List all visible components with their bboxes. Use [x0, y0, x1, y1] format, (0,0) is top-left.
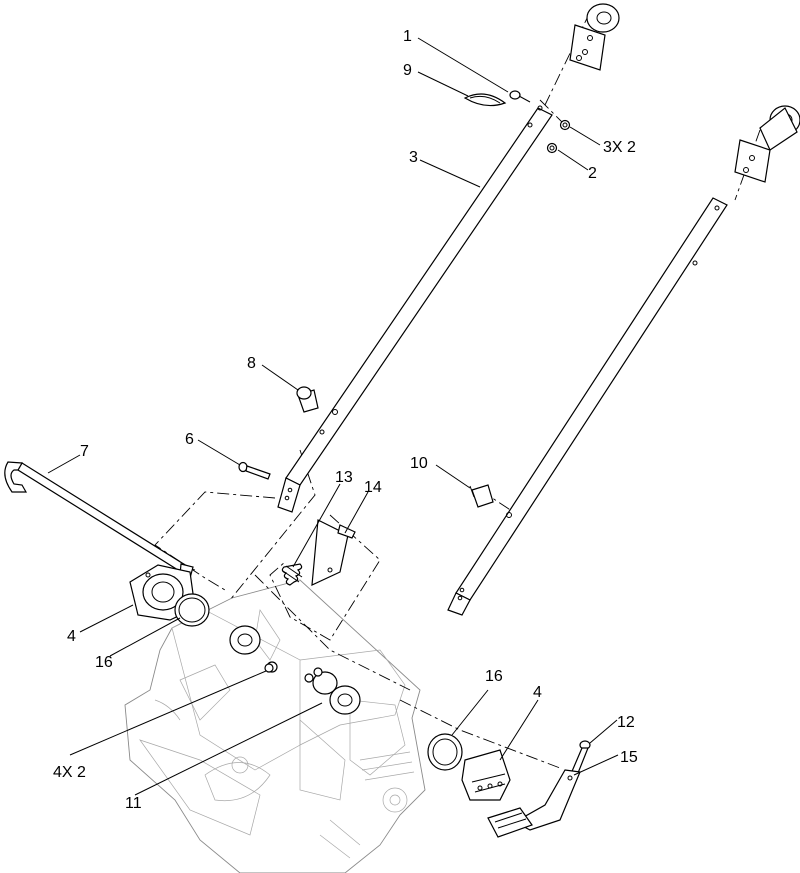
part-9-hairpin-clip — [463, 93, 507, 107]
callout-7: 7 — [80, 443, 89, 460]
left-shift-rod — [277, 105, 553, 513]
part-15-pedal — [487, 769, 581, 838]
part-1-pin — [509, 90, 531, 103]
leader-lines — [47, 37, 619, 796]
callout-8: 8 — [247, 355, 256, 372]
part-16-right-ring — [427, 733, 463, 771]
callout-12: 12 — [617, 714, 635, 731]
left-rod-clevis — [569, 3, 620, 71]
callout-14: 14 — [364, 479, 382, 496]
part-2-nuts — [546, 119, 571, 154]
part-10-collar — [469, 484, 494, 508]
callout-6: 6 — [185, 431, 194, 448]
housing-bearing-discs — [229, 625, 361, 715]
callout-4-left: 4 — [67, 628, 76, 645]
part-4-right-bracket — [461, 749, 511, 801]
part-13-spring — [281, 563, 303, 586]
callout-3: 3 — [409, 149, 418, 166]
callout-13: 13 — [335, 469, 353, 486]
callout-11: 11 — [125, 795, 142, 812]
callout-4-right: 4 — [533, 684, 542, 701]
part-4x2-bolts — [264, 663, 314, 683]
callout-16-right: 16 — [485, 668, 503, 685]
part-6-bolt — [238, 461, 271, 480]
callout-1: 1 — [403, 28, 412, 45]
callout-9: 9 — [403, 62, 412, 79]
callout-2: 2 — [588, 165, 597, 182]
callout-16-left: 16 — [95, 654, 113, 671]
callout-labels: 1 9 3X 2 3 2 8 7 6 10 13 14 4 16 4X 2 11… — [53, 28, 638, 812]
right-rod-clevis — [734, 105, 800, 183]
callout-4x2: 4X 2 — [53, 764, 86, 781]
part-7-handle-rod — [4, 461, 194, 579]
callout-10: 10 — [410, 455, 428, 472]
part-8-knob — [296, 386, 319, 413]
right-shift-rod — [447, 197, 728, 616]
part-16-left-ring — [174, 593, 210, 627]
callout-3x2: 3X 2 — [603, 139, 636, 156]
part-14-plate — [311, 519, 356, 586]
callout-15: 15 — [620, 749, 638, 766]
